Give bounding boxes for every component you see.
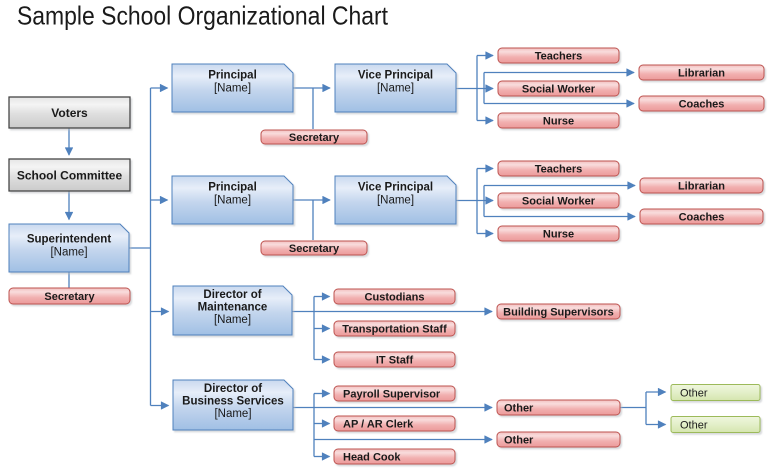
svg-text:[Name]: [Name] [377,195,414,207]
svg-text:Social Worker: Social Worker [522,83,596,95]
svg-text:Teachers: Teachers [535,50,583,62]
svg-text:Vice Principal: Vice Principal [358,182,433,194]
svg-text:Teachers: Teachers [535,163,583,175]
svg-text:AP / AR Clerk: AP / AR Clerk [343,418,414,430]
svg-text:[Name]: [Name] [377,83,414,95]
svg-text:[Name]: [Name] [50,247,87,259]
svg-text:Director of: Director of [204,383,262,395]
svg-text:[Name]: [Name] [214,83,251,95]
svg-text:Director of: Director of [203,289,261,301]
svg-text:Payroll Supervisor: Payroll Supervisor [343,388,441,400]
svg-text:Secretary: Secretary [44,291,95,303]
svg-text:Other: Other [504,434,534,446]
svg-text:[Name]: [Name] [214,195,251,207]
svg-text:Custodians: Custodians [365,291,425,303]
svg-text:Social Worker: Social Worker [522,195,596,207]
svg-text:Head Cook: Head Cook [343,451,401,463]
svg-text:Secretary: Secretary [289,243,340,255]
svg-text:[Name]: [Name] [214,314,251,326]
svg-text:Superintendent: Superintendent [27,234,112,246]
svg-text:Other: Other [504,402,534,414]
svg-text:[Name]: [Name] [214,408,251,420]
svg-text:Business Services: Business Services [182,396,284,408]
svg-text:Coaches: Coaches [679,211,725,223]
svg-text:Other: Other [680,388,708,400]
svg-text:Maintenance: Maintenance [198,302,268,314]
svg-text:Secretary: Secretary [289,132,340,144]
svg-text:Transportation Staff: Transportation Staff [342,323,447,335]
svg-text:Building Supervisors: Building Supervisors [503,306,614,318]
svg-text:Voters: Voters [51,106,88,120]
svg-text:Librarian: Librarian [678,67,725,79]
svg-text:Coaches: Coaches [679,98,725,110]
svg-text:Principal: Principal [208,70,257,82]
svg-text:Sample School Organizational C: Sample School Organizational Chart [17,1,389,31]
svg-text:School Committee: School Committee [17,169,123,183]
svg-text:Vice Principal: Vice Principal [358,70,433,82]
svg-text:Other: Other [680,420,708,432]
svg-text:Nurse: Nurse [543,228,574,240]
svg-text:Nurse: Nurse [543,115,574,127]
svg-text:IT Staff: IT Staff [376,354,414,366]
svg-text:Principal: Principal [208,182,257,194]
svg-text:Librarian: Librarian [678,180,725,192]
